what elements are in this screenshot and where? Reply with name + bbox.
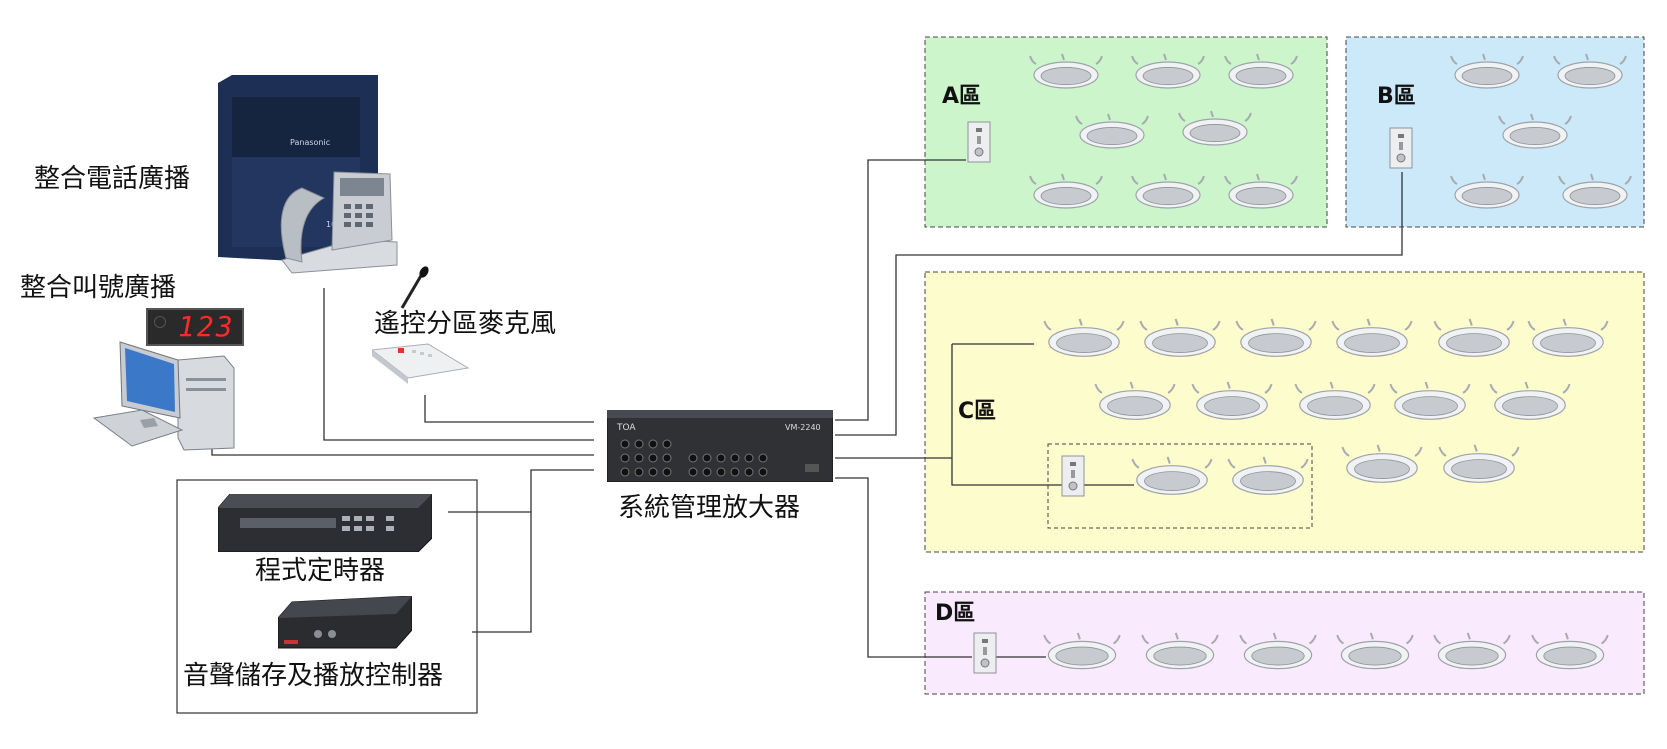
queue-counter-display: 123 [146, 308, 244, 346]
zone-c-subzone [1047, 443, 1313, 529]
computer-icon [92, 341, 235, 451]
system-amplifier-icon: TOA VM-2240 [607, 410, 833, 482]
ceiling-speaker-icon [1438, 444, 1520, 483]
ceiling-speaker-icon [1139, 318, 1221, 357]
desk-phone-icon [280, 171, 398, 274]
ceiling-speaker-icon [1075, 113, 1149, 149]
audio-controller-icon [278, 596, 412, 649]
amplifier-label: 系統管理放大器 [618, 493, 801, 523]
wiring [211, 159, 1403, 658]
remote-mic-label: 遙控分區麥克風 [374, 309, 557, 339]
amp-brand: TOA [616, 423, 636, 433]
volume-controller-icon [973, 632, 997, 674]
ceiling-speaker-icon [1433, 318, 1515, 357]
ceiling-speaker-icon [1336, 632, 1414, 670]
ceiling-speaker-icon [1294, 381, 1376, 420]
ceiling-speaker-icon [1131, 456, 1213, 495]
volume-controller-icon [1389, 127, 1413, 169]
volume-controller-icon [1061, 455, 1085, 497]
ceiling-speaker-icon [1131, 173, 1205, 209]
audio-controller-label: 音聲儲存及播放控制器 [183, 661, 444, 691]
ceiling-speaker-icon [1433, 632, 1511, 670]
queue-broadcast-label: 整合叫號廣播 [20, 273, 177, 303]
ceiling-speaker-icon [1178, 110, 1252, 146]
zone-c-label: C區 [958, 399, 997, 424]
ceiling-speaker-icon [1094, 381, 1176, 420]
zone-b-label: B區 [1377, 84, 1416, 109]
zone-d-label: D區 [935, 601, 976, 626]
ceiling-speaker-icon [1043, 318, 1125, 357]
counter-digits: 123 [178, 310, 235, 343]
pbx-brand: Panasonic [290, 138, 330, 147]
ceiling-speaker-icon [1029, 173, 1103, 209]
ceiling-speaker-icon [1224, 173, 1298, 209]
ceiling-speaker-icon [1527, 318, 1609, 357]
ceiling-speaker-icon [1224, 53, 1298, 89]
ceiling-speaker-icon [1227, 456, 1309, 495]
phone-broadcast-label: 整合電話廣播 [34, 164, 191, 194]
ceiling-speaker-icon [1389, 381, 1471, 420]
ceiling-speaker-icon [1029, 53, 1103, 89]
ceiling-speaker-icon [1450, 53, 1524, 89]
zone-a-label: A區 [942, 84, 982, 109]
ceiling-speaker-icon [1558, 173, 1632, 209]
amp-model: VM-2240 [785, 423, 821, 432]
ceiling-speaker-icon [1141, 632, 1219, 670]
ceiling-speaker-icon [1498, 113, 1572, 149]
ceiling-speaker-icon [1331, 318, 1413, 357]
timer-label: 程式定時器 [255, 556, 386, 586]
program-timer-icon [218, 494, 432, 552]
ceiling-speaker-icon [1450, 173, 1524, 209]
remote-microphone-icon [372, 266, 470, 384]
ceiling-speaker-icon [1239, 632, 1317, 670]
volume-controller-icon [967, 121, 991, 163]
ceiling-speaker-icon [1489, 381, 1571, 420]
ceiling-speaker-icon [1531, 632, 1609, 670]
ceiling-speaker-icon [1131, 53, 1205, 89]
ceiling-speaker-icon [1191, 381, 1273, 420]
ceiling-speaker-icon [1235, 318, 1317, 357]
ceiling-speaker-icon [1553, 53, 1627, 89]
ceiling-speaker-icon [1043, 632, 1121, 670]
source-group-box [176, 479, 478, 714]
ceiling-speaker-icon [1341, 444, 1423, 483]
